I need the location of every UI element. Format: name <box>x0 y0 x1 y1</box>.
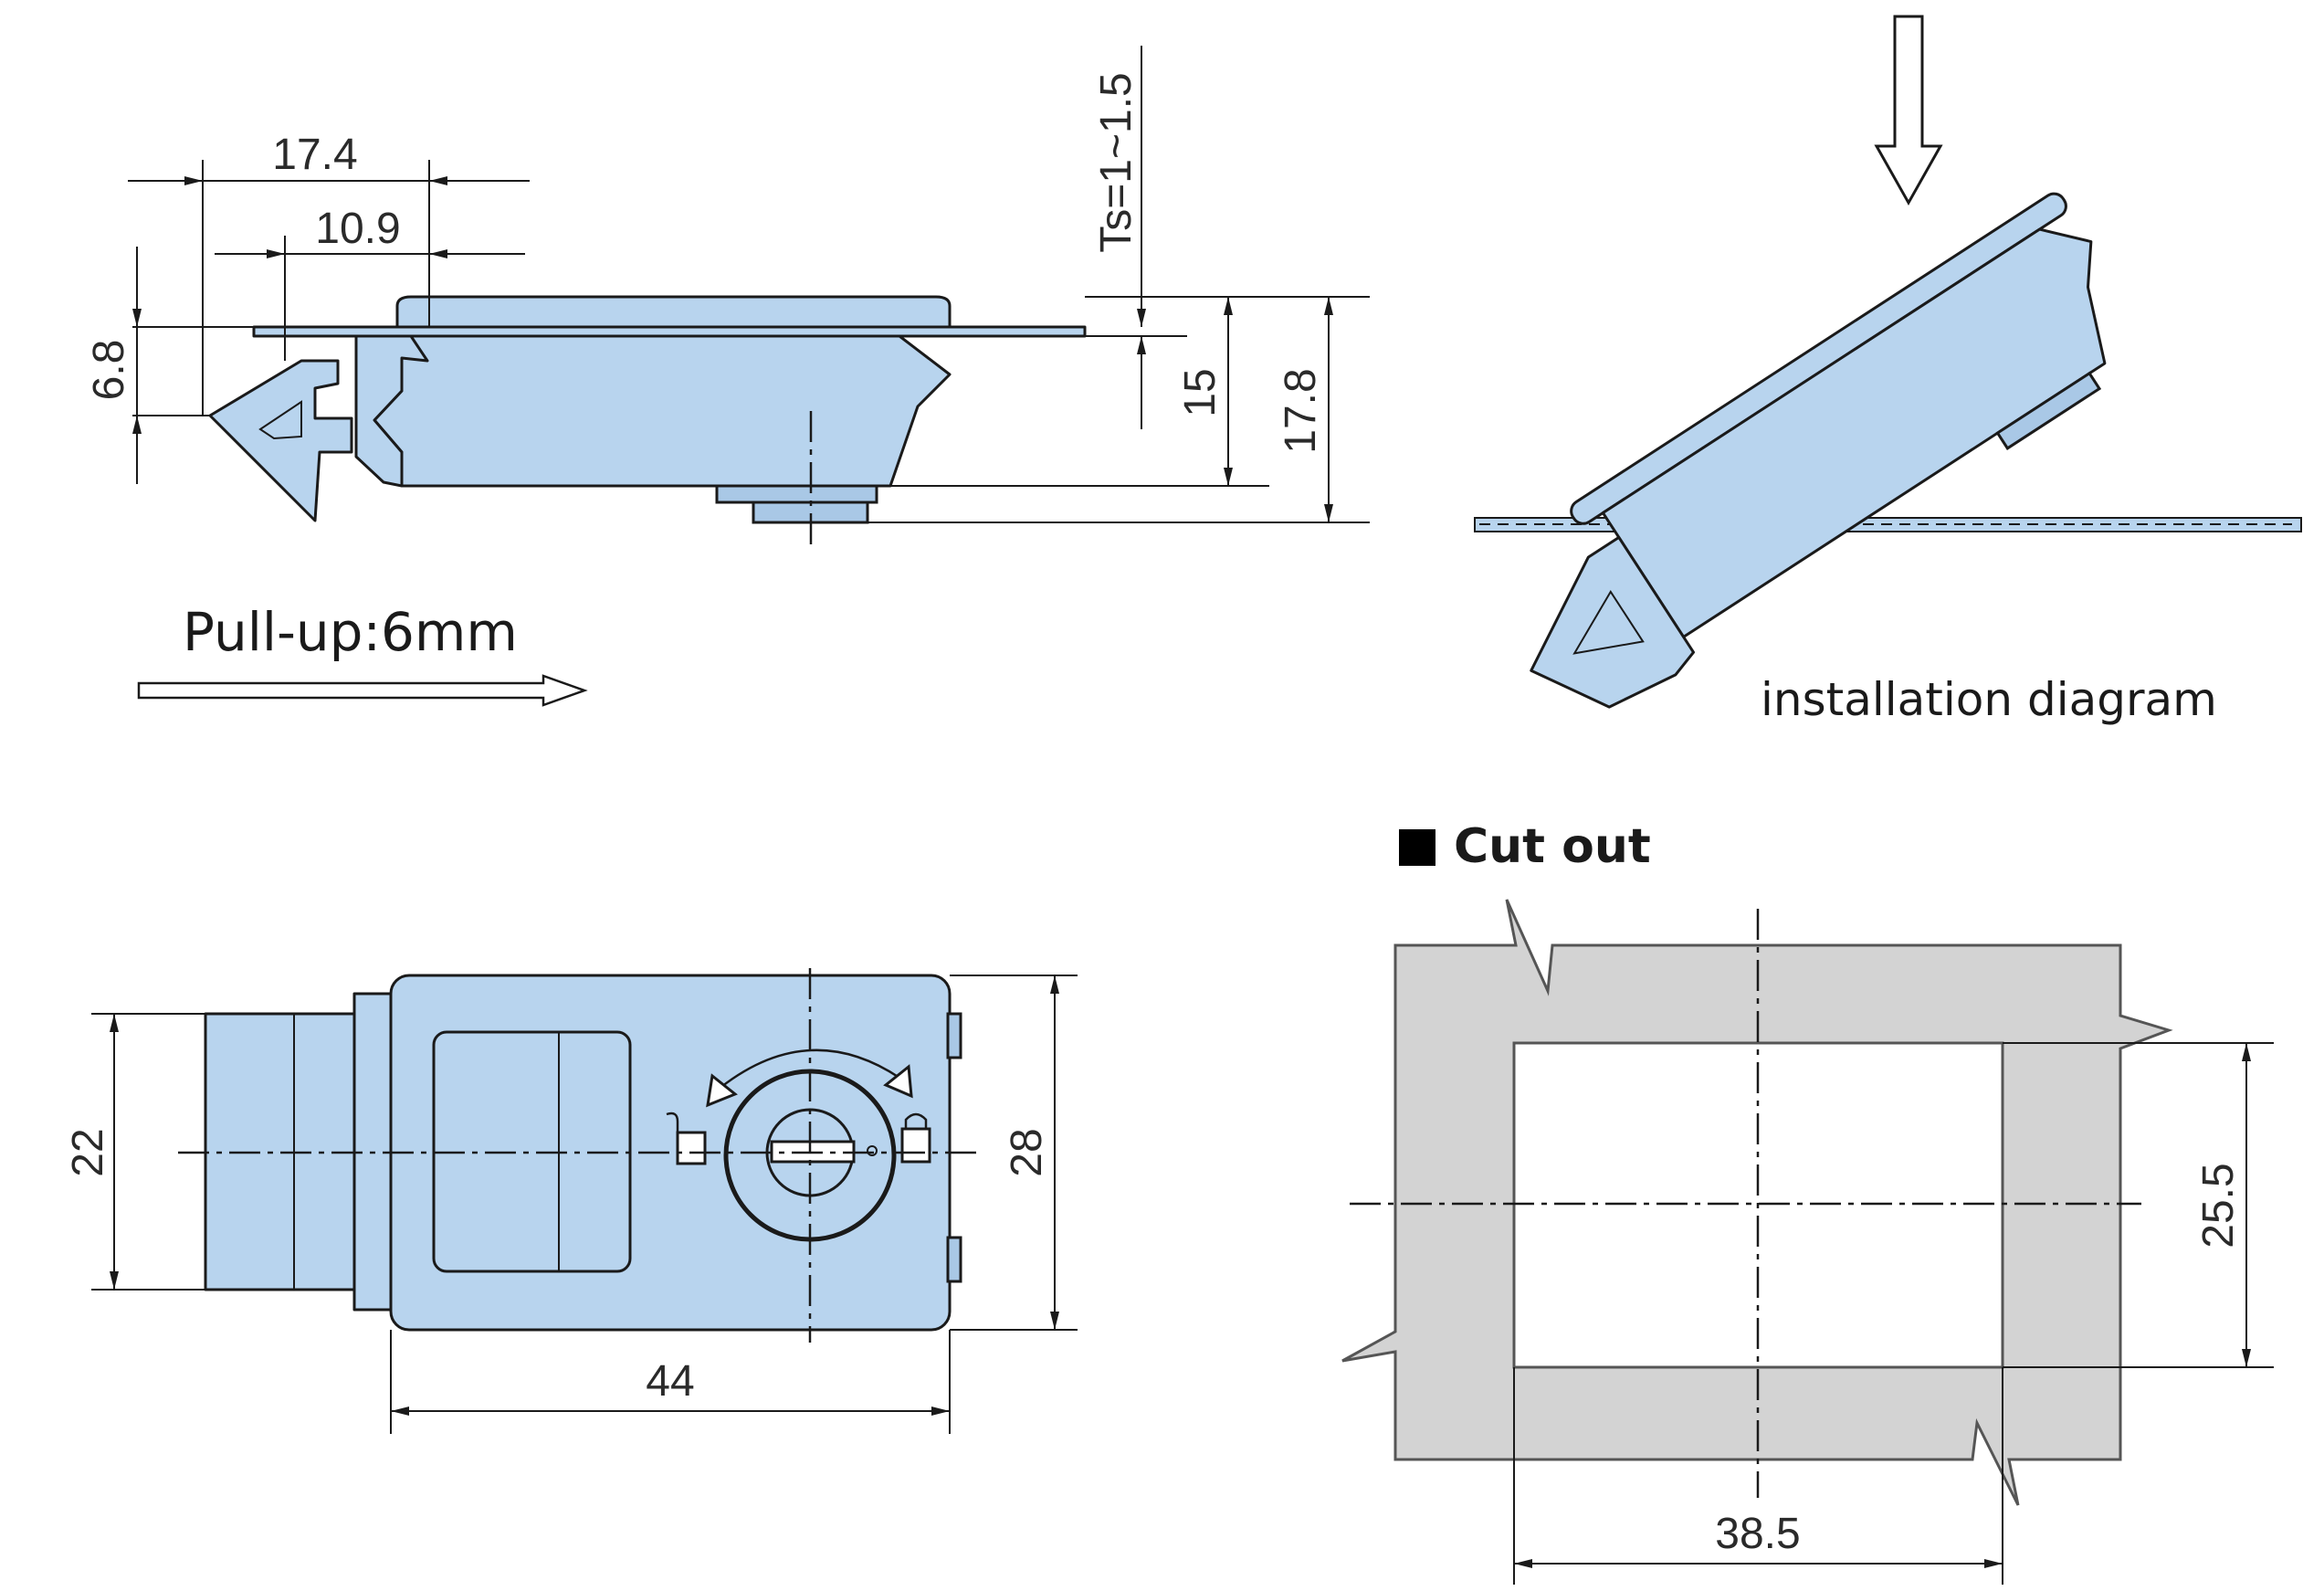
latch-body <box>373 334 952 488</box>
tilted-latch <box>1530 192 2107 709</box>
dim-44: 44 <box>646 1357 694 1406</box>
installation-caption: installation diagram <box>1761 673 2217 726</box>
pull-up-label: Pull-up:6mm <box>183 601 518 663</box>
installation-diagram: installation diagram <box>1474 15 2302 726</box>
cutout-title-square <box>1399 829 1435 866</box>
tilted-bolt-recess <box>1572 590 1645 655</box>
latch-flange <box>395 295 952 329</box>
pull-direction-arrow <box>137 674 588 707</box>
dim-10-9: 10.9 <box>315 205 400 253</box>
dim-ts: Ts=1~1.5 <box>1092 72 1141 252</box>
lock-icon <box>900 1112 931 1164</box>
dim-22: 22 <box>64 1128 112 1176</box>
dim-17-8: 17.8 <box>1277 368 1325 453</box>
dim-38-5: 38.5 <box>1715 1510 1800 1558</box>
dim-25-5: 25.5 <box>2194 1163 2243 1248</box>
rotate-arrow-right-icon <box>883 1064 913 1099</box>
front-view: 22 28 44 <box>64 968 1078 1434</box>
housing-tab-top <box>946 1012 962 1059</box>
key-cylinder-bottom <box>715 484 878 504</box>
dim-15: 15 <box>1176 368 1225 416</box>
spring-clip <box>354 334 429 488</box>
unlock-icon <box>666 1112 707 1165</box>
cutout-title: Cut out <box>1454 819 1651 874</box>
dim-28: 28 <box>1003 1128 1051 1176</box>
latch-bolt-recess <box>258 400 302 440</box>
side-view: 17.4 10.9 6.8 Ts=1~1.5 15 17.8 Pull-up:6… <box>85 46 1370 707</box>
dim-6-8: 6.8 <box>85 340 133 401</box>
latch-bolt <box>208 359 353 522</box>
tilted-latch-bolt <box>1530 535 1696 709</box>
tilted-body <box>1601 227 2107 638</box>
tilted-key-cap <box>1995 371 2102 450</box>
insert-direction-arrow <box>1874 15 1943 206</box>
rotate-arrow-left-icon <box>706 1073 738 1108</box>
key-dot <box>867 1145 878 1156</box>
dim-17-4: 17.4 <box>272 131 357 179</box>
cutout-view: Cut out 25.5 38.5 <box>1341 819 2274 1585</box>
housing-tab-bottom <box>946 1236 962 1283</box>
